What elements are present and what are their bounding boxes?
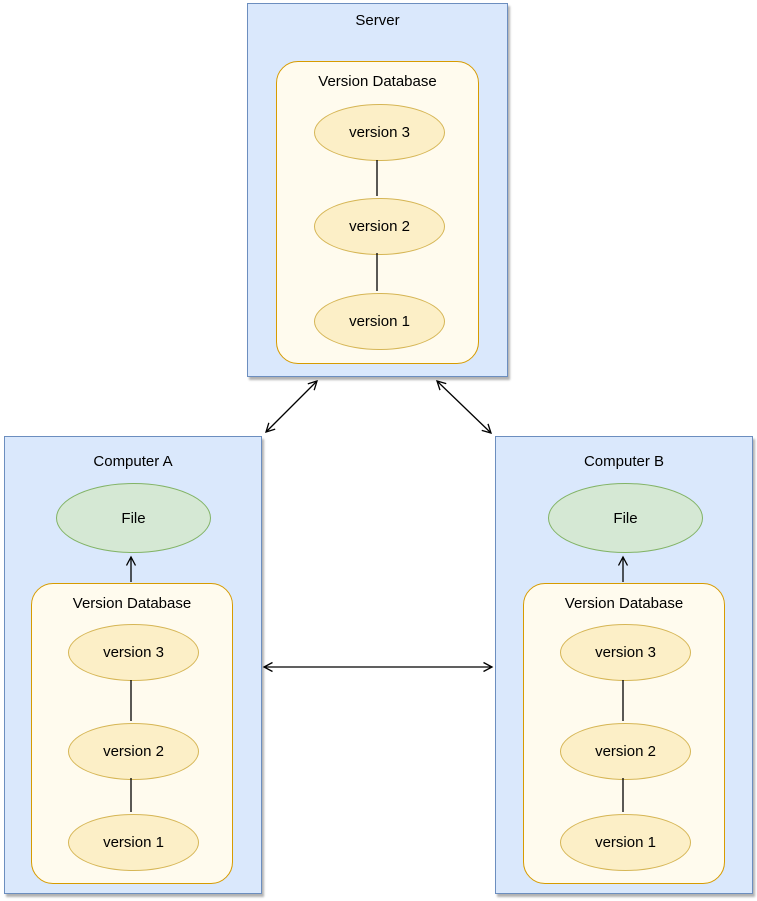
computer-a-file-node: File bbox=[56, 483, 211, 553]
computer-a-version-database: Version Database version 3 version 2 ver… bbox=[31, 583, 233, 884]
computer-b-version-3-node: version 3 bbox=[560, 624, 691, 681]
computer-b-version-2-node: version 2 bbox=[560, 723, 691, 780]
computer-a-version-1-node: version 1 bbox=[68, 814, 199, 871]
server-version-3-node: version 3 bbox=[314, 104, 445, 161]
computer-a-label: Computer A bbox=[93, 453, 173, 470]
server-label: Server bbox=[355, 12, 400, 29]
server-version-1-node: version 1 bbox=[314, 293, 445, 350]
server-computer-a-arrow bbox=[265, 380, 318, 433]
computer-a-version-2-node: version 2 bbox=[68, 723, 199, 780]
server-version-database-label: Version Database bbox=[318, 73, 437, 90]
computer-a-box: Computer A File Version Database version… bbox=[4, 436, 262, 894]
computer-b-box: Computer B File Version Database version… bbox=[495, 436, 753, 894]
computer-b-version-database-label: Version Database bbox=[564, 595, 684, 612]
computer-b-version-database: Version Database version 3 version 2 ver… bbox=[523, 583, 725, 884]
server-version-2-node: version 2 bbox=[314, 198, 445, 255]
server-version-database: Version Database version 3 version 2 ver… bbox=[276, 61, 479, 364]
computer-b-label: Computer B bbox=[583, 453, 665, 470]
computer-b-version-1-node: version 1 bbox=[560, 814, 691, 871]
server-box: Server Version Database version 3 versio… bbox=[247, 3, 508, 377]
computer-a-version-3-node: version 3 bbox=[68, 624, 199, 681]
computer-a-version-database-label: Version Database bbox=[72, 595, 192, 612]
computer-b-file-node: File bbox=[548, 483, 703, 553]
server-computer-b-arrow bbox=[435, 380, 493, 434]
